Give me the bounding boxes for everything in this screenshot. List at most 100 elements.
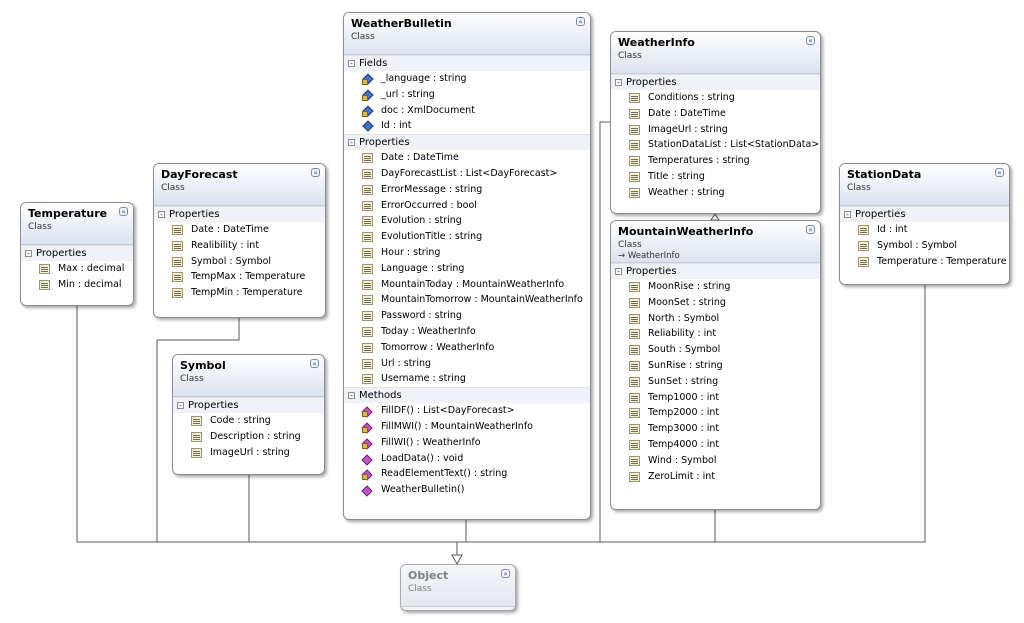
collapse-chevron-icon[interactable]: « — [806, 225, 815, 234]
section-collapse-icon[interactable]: - — [615, 268, 622, 276]
section-collapse-icon[interactable]: - — [348, 139, 355, 147]
class-member[interactable]: Temp4000 : int — [611, 437, 820, 453]
class-member[interactable]: Temp3000 : int — [611, 421, 820, 437]
class-member[interactable]: _language : string — [344, 71, 590, 87]
class-member[interactable]: Symbol : Symbol — [154, 254, 325, 270]
class-member[interactable]: doc : XmlDocument — [344, 103, 590, 119]
collapse-chevron-icon[interactable]: « — [310, 359, 319, 368]
class-member[interactable]: MoonSet : string — [611, 295, 820, 311]
class-member[interactable]: LoadData() : void — [344, 451, 590, 467]
class-member[interactable]: Temp2000 : int — [611, 405, 820, 421]
section-header-methods[interactable]: -Methods — [344, 387, 590, 404]
section-header-fields[interactable]: -Fields — [344, 55, 590, 71]
class-member[interactable]: ErrorMessage : string — [344, 182, 590, 198]
class-member[interactable]: MountainTomorrow : MountainWeatherInfo — [344, 292, 590, 308]
member-text: MountainTomorrow : MountainWeatherInfo — [381, 294, 583, 306]
section-header-properties[interactable]: -Properties — [21, 245, 133, 261]
section-collapse-icon[interactable]: - — [158, 211, 165, 219]
section-header-properties[interactable]: -Properties — [840, 206, 1009, 222]
class-member[interactable]: WeatherBulletin() — [344, 482, 590, 498]
class-member[interactable]: Min : decimal — [21, 277, 133, 293]
section-collapse-icon[interactable]: - — [348, 60, 355, 68]
class-member[interactable]: Code : string — [173, 413, 324, 429]
section-header-properties[interactable]: -Properties — [611, 74, 820, 90]
class-member[interactable]: SunSet : string — [611, 374, 820, 390]
collapse-chevron-icon[interactable]: « — [311, 168, 320, 177]
class-stereotype: Class — [28, 222, 52, 232]
class-member[interactable]: StationDataList : List<StationData> — [611, 137, 820, 153]
class-member[interactable]: Reliability : int — [611, 326, 820, 342]
class-member[interactable]: Date : DateTime — [344, 150, 590, 166]
class-member[interactable]: Symbol : Symbol — [840, 238, 1009, 254]
class-member[interactable]: Wind : Symbol — [611, 453, 820, 469]
section-collapse-icon[interactable]: - — [25, 250, 32, 258]
class-member[interactable]: Weather : string — [611, 185, 820, 201]
class-member[interactable]: South : Symbol — [611, 342, 820, 358]
class-member[interactable]: TempMin : Temperature — [154, 285, 325, 301]
member-text: Min : decimal — [58, 278, 122, 290]
class-member[interactable]: North : Symbol — [611, 311, 820, 327]
class-member[interactable]: Tomorrow : WeatherInfo — [344, 340, 590, 356]
class-stereotype: Class — [408, 584, 432, 594]
class-member[interactable]: Temperature : Temperature — [840, 254, 1009, 270]
class-member[interactable]: EvolutionTitle : string — [344, 229, 590, 245]
class-member[interactable]: ErrorOccurred : bool — [344, 198, 590, 214]
class-member[interactable]: Date : DateTime — [154, 222, 325, 238]
class-member[interactable]: Hour : string — [344, 245, 590, 261]
class-member[interactable]: Language : string — [344, 261, 590, 277]
class-member[interactable]: FillMWI() : MountainWeatherInfo — [344, 419, 590, 435]
member-text: Today : WeatherInfo — [381, 325, 476, 337]
class-member[interactable]: ImageUrl : string — [173, 445, 324, 461]
collapse-chevron-icon[interactable]: « — [995, 168, 1004, 177]
class-member[interactable]: SunRise : string — [611, 358, 820, 374]
class-member[interactable]: TempMax : Temperature — [154, 269, 325, 285]
class-member[interactable]: _url : string — [344, 87, 590, 103]
class-member[interactable]: ZeroLimit : int — [611, 469, 820, 485]
class-member[interactable]: Id : int — [344, 118, 590, 134]
property-icon — [362, 184, 373, 195]
class-member[interactable]: Password : string — [344, 308, 590, 324]
class-member[interactable]: Today : WeatherInfo — [344, 324, 590, 340]
expand-chevron-icon[interactable]: » — [501, 569, 510, 578]
class-member[interactable]: Realibility : int — [154, 238, 325, 254]
class-member[interactable]: ImageUrl : string — [611, 122, 820, 138]
class-member[interactable]: FillDF() : List<DayForecast> — [344, 403, 590, 419]
section-header-properties[interactable]: -Properties — [611, 263, 820, 279]
class-member[interactable]: Temp1000 : int — [611, 390, 820, 406]
class-member[interactable]: FillWI() : WeatherInfo — [344, 435, 590, 451]
collapse-chevron-icon[interactable]: « — [576, 17, 585, 26]
class-member[interactable]: Max : decimal — [21, 261, 133, 277]
section-collapse-icon[interactable]: - — [615, 79, 622, 87]
section-header-properties[interactable]: -Properties — [344, 134, 590, 151]
class-member[interactable]: Username : string — [344, 371, 590, 387]
class-member[interactable]: Description : string — [173, 429, 324, 445]
section-collapse-icon[interactable]: - — [844, 211, 851, 219]
section-header-properties[interactable]: -Properties — [154, 206, 325, 222]
class-member[interactable]: Date : DateTime — [611, 106, 820, 122]
class-member[interactable]: Temperatures : string — [611, 153, 820, 169]
class-member[interactable]: Evolution : string — [344, 213, 590, 229]
class-member[interactable]: MountainToday : MountainWeatherInfo — [344, 277, 590, 293]
section-header-properties[interactable]: -Properties — [173, 397, 324, 413]
section-collapse-icon[interactable]: - — [177, 402, 184, 410]
class-member[interactable]: Id : int — [840, 222, 1009, 238]
class-member[interactable]: Conditions : string — [611, 90, 820, 106]
class-name: Object — [408, 569, 449, 582]
collapse-chevron-icon[interactable]: « — [806, 36, 815, 45]
class-member[interactable]: ReadElementText() : string — [344, 466, 590, 482]
class-member[interactable]: Title : string — [611, 169, 820, 185]
class-member[interactable]: MoonRise : string — [611, 279, 820, 295]
collapse-chevron-icon[interactable]: « — [119, 207, 128, 216]
class-member[interactable]: Url : string — [344, 356, 590, 372]
class-member[interactable]: DayForecastList : List<DayForecast> — [344, 166, 590, 182]
section-collapse-icon[interactable]: - — [348, 392, 355, 400]
